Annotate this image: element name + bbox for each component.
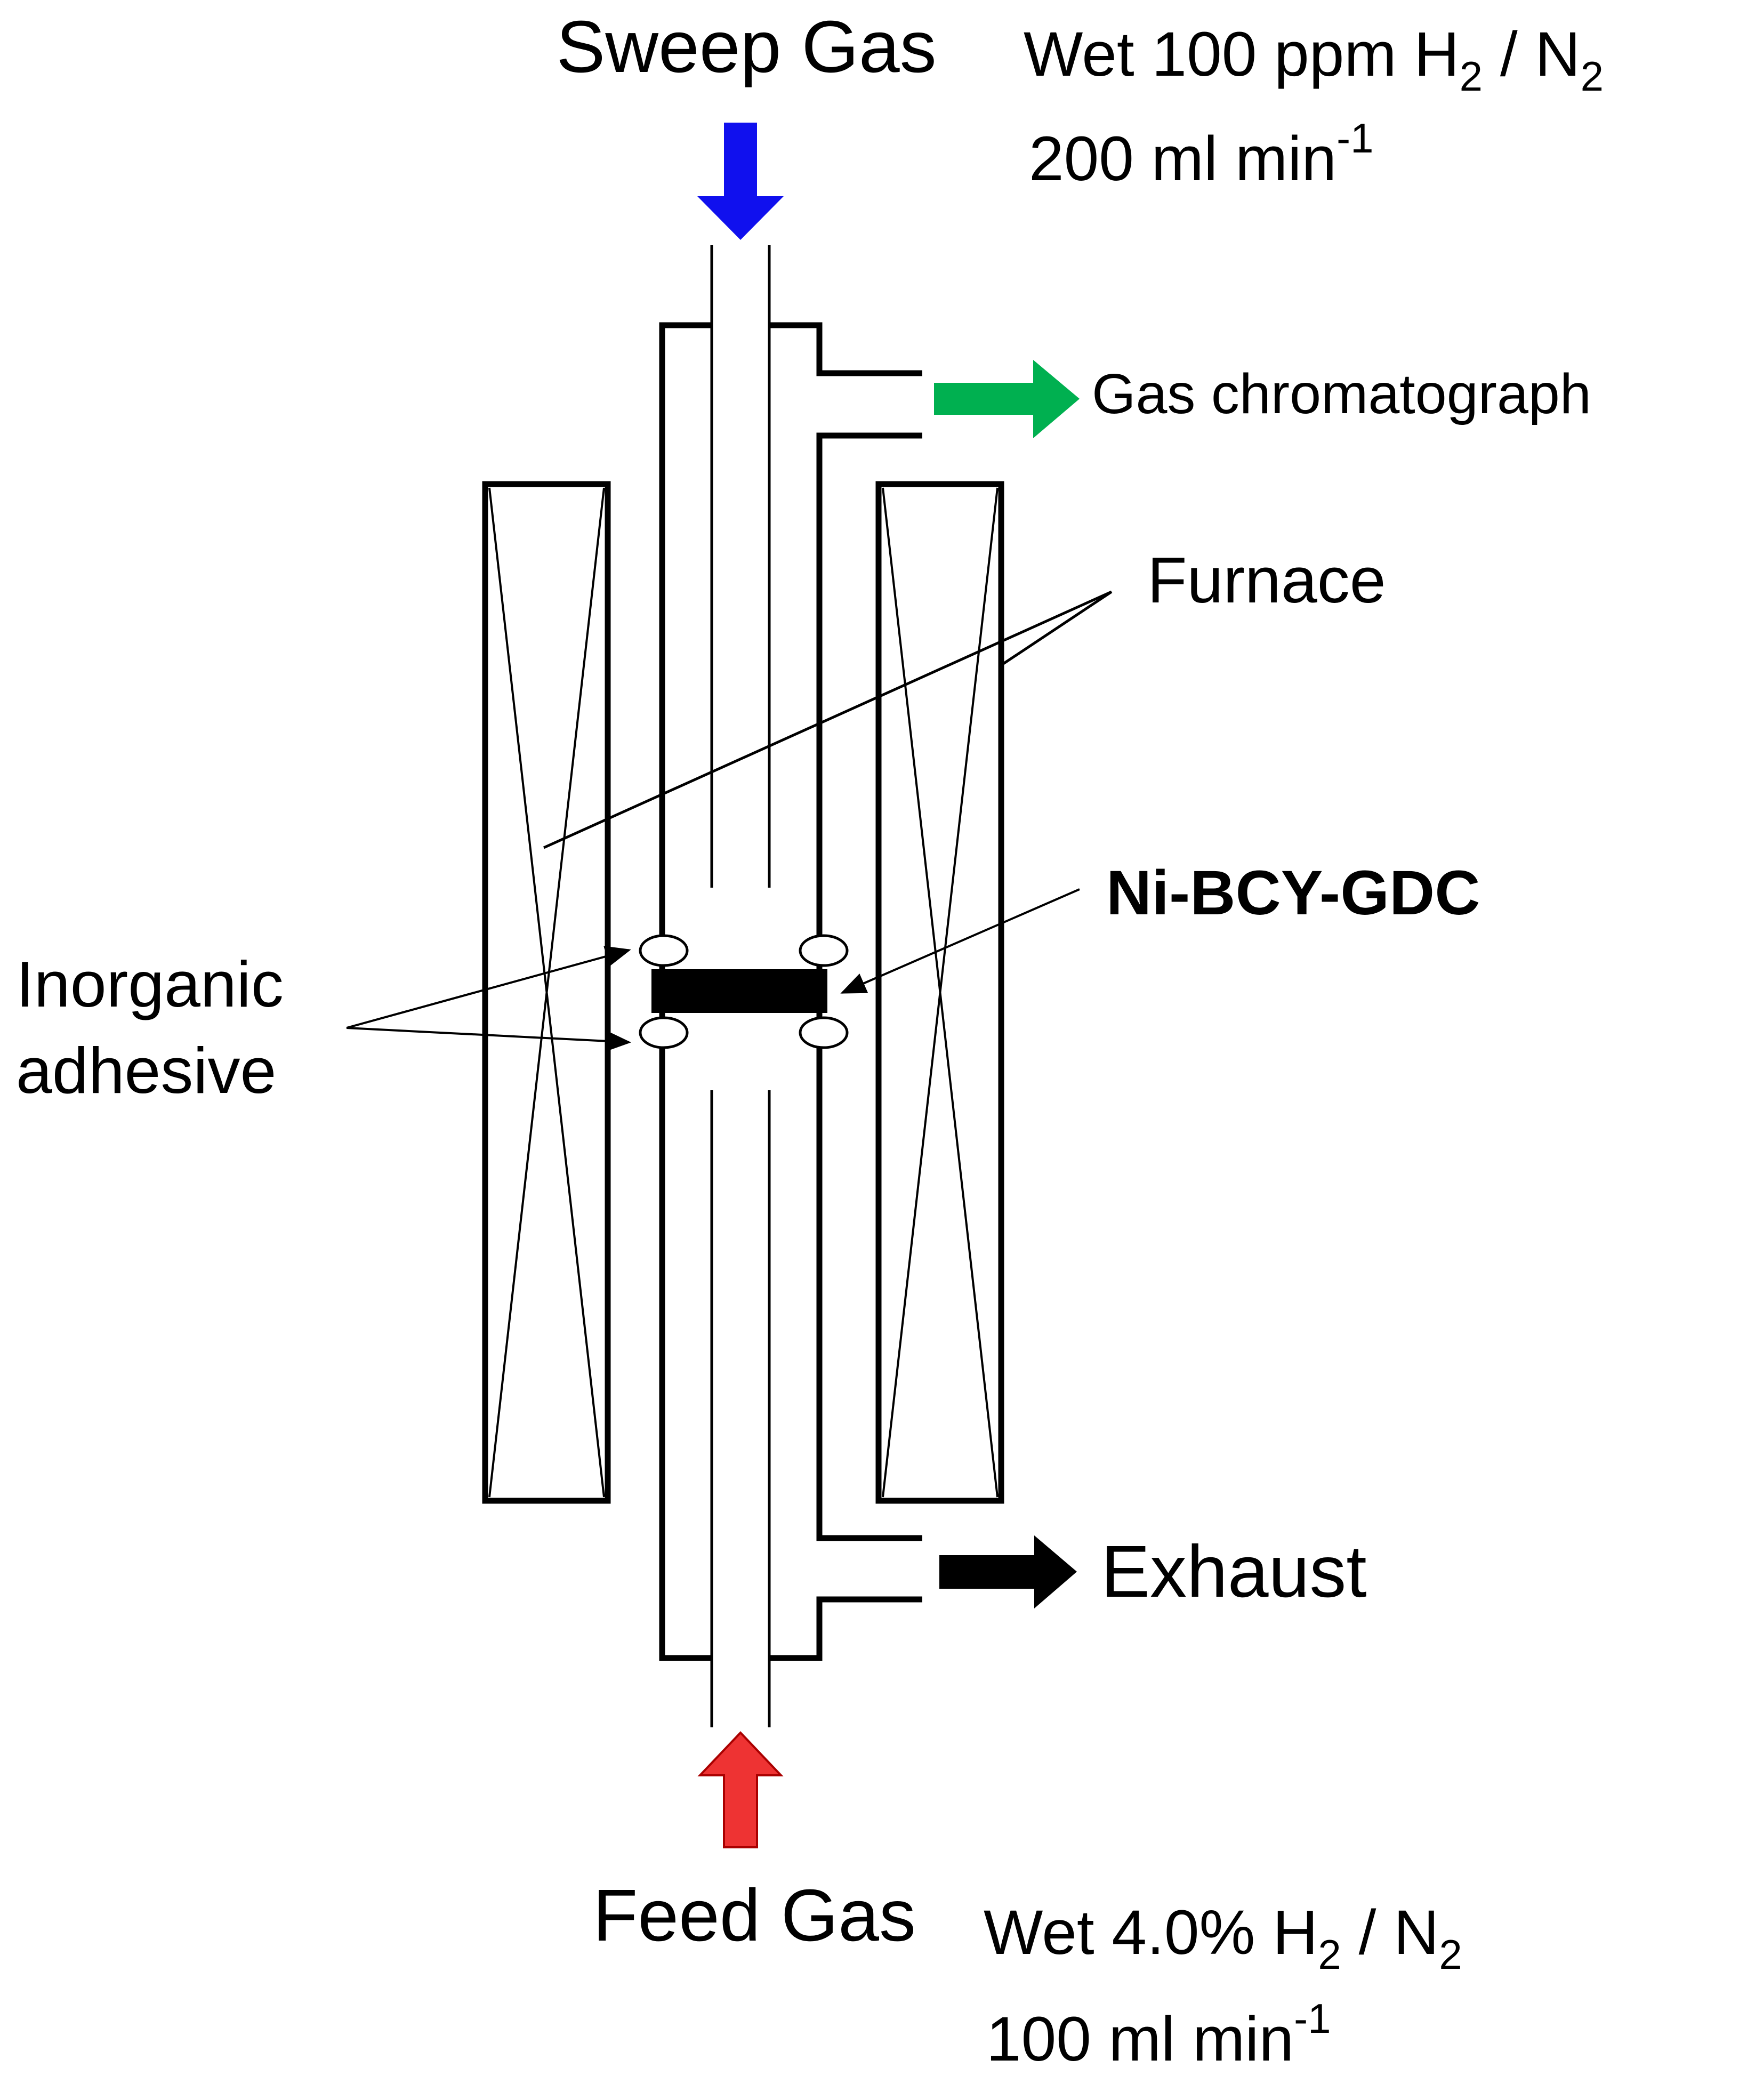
sweep-gas-down-arrow (697, 123, 784, 240)
adhesive-seal (639, 934, 689, 967)
furnace-label: Furnace (1147, 544, 1386, 616)
membrane-label: Ni-BCY-GDC (1106, 858, 1480, 928)
adhesive-label-line2: adhesive (16, 1034, 276, 1107)
exhaust-arrow (939, 1535, 1077, 1608)
exhaust-label: Exhaust (1101, 1531, 1367, 1613)
adhesive-leader-arrows (346, 946, 631, 1052)
feed-gas-composition: Wet 4.0% H2 / N2 (984, 1897, 1462, 1978)
sweep-gas-composition: Wet 100 ppm H2 / N2 (1024, 19, 1604, 100)
adhesive-label-line1: Inorganic (16, 948, 284, 1020)
feed-gas-flow-rate: 100 ml min-1 (986, 1995, 1331, 2074)
furnace-leader-lines (543, 590, 1113, 849)
inner-tube-bottom (710, 1090, 771, 1727)
adhesive-seal (799, 1016, 849, 1049)
feed-gas-label: Feed Gas (593, 1874, 916, 1957)
adhesive-seals (639, 934, 849, 1049)
adhesive-seal (639, 1016, 689, 1049)
gas-chromatograph-label: Gas chromatograph (1092, 363, 1591, 425)
furnace-right (875, 481, 1004, 1504)
gas-chromatograph-arrow (934, 360, 1080, 438)
sweep-gas-flow-rate: 200 ml min-1 (1029, 115, 1373, 194)
adhesive-seal (799, 934, 849, 967)
inner-tube-top (710, 245, 771, 888)
feed-gas-up-arrow (697, 1731, 784, 1848)
membrane-leader-arrow (840, 888, 1080, 994)
sweep-gas-label: Sweep Gas (556, 6, 936, 88)
furnace-left (482, 481, 611, 1504)
membrane-disk (651, 969, 827, 1013)
